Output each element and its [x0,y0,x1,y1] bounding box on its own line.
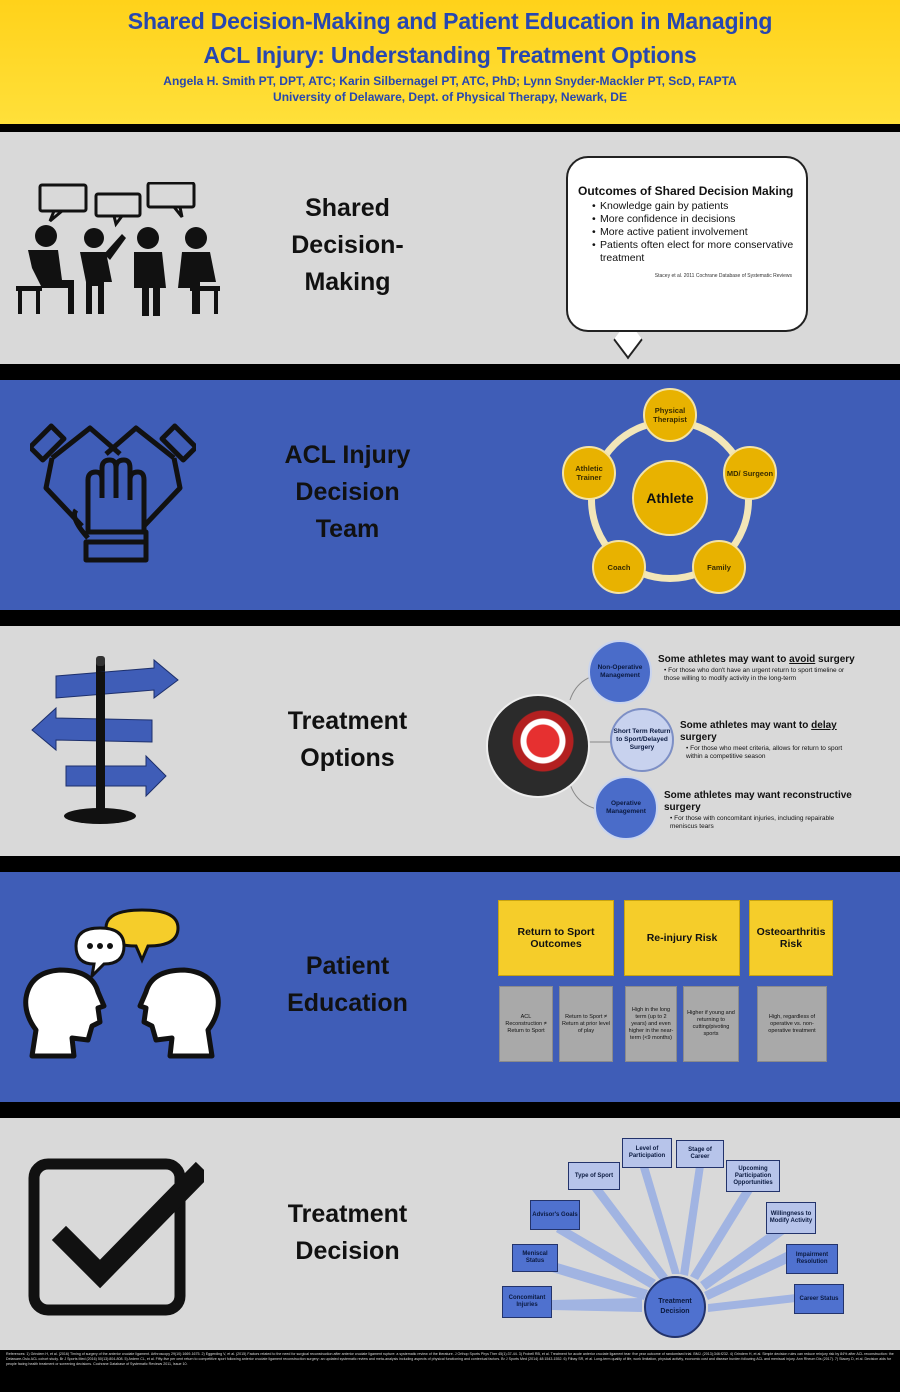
option-circle-operative: Operative Management [594,776,658,840]
education-header-return-to-sport: Return to Sport Outcomes [498,900,614,976]
sdm-label-line: Shared [305,194,390,222]
option-head-pre: Some athletes may want to [680,720,812,731]
team-label-line: ACL Injury [284,441,411,469]
decision-label: Treatment Decision [250,1196,445,1270]
team-label: ACL Injury Decision Team [250,437,445,548]
option-head: Some athletes may want to avoid surgery [658,654,858,666]
factor-willingness-modify: Willingness to Modify Activity [766,1202,816,1234]
factor-level-of-participation: Level of Participation [622,1138,672,1168]
team-member-family: Family [692,540,746,594]
factor-upcoming-opportunities: Upcoming Participation Opportunities [726,1160,780,1192]
factor-stage-of-career: Stage of Career [676,1140,724,1168]
factor-meniscal-status: Meniscal Status [512,1244,558,1272]
option-head-emphasis: avoid [789,654,816,665]
poster-title: Shared Decision-Making and Patient Educa… [0,0,900,72]
sdm-outcomes-bubble: Outcomes of Shared Decision Making Knowl… [566,156,808,332]
factor-type-of-sport: Type of Sport [568,1162,620,1190]
bubble-item: More active patient involvement [592,226,796,239]
team-member-athletic-trainer: Athletic Trainer [562,446,616,500]
team-member-physical-therapist: Physical Therapist [643,388,697,442]
bubble-item: Knowledge gain by patients [592,200,796,213]
education-label-line: Patient [305,952,390,980]
sdm-label-line: Decision- [291,231,404,259]
signpost-icon [31,656,179,824]
section-treatment-decision: Treatment Decision [0,1118,900,1350]
conversation-heads-icon [23,908,221,1059]
option-text-delay: Some athletes may want to delay surgery … [680,720,856,761]
option-sub: For those with concomitant injuries, inc… [670,815,860,831]
education-cell: Higher if young and returning to cutting… [683,986,739,1062]
poster-header: Shared Decision-Making and Patient Educa… [0,0,900,124]
education-label-line: Education [287,989,408,1017]
team-center-athlete: Athlete [632,460,708,536]
education-cell: High in the long term (up to 2 years) an… [625,986,677,1062]
options-label-line: Treatment [287,707,408,735]
option-head-post: surgery [664,802,701,813]
option-head: Some athletes may want to delay surgery [680,720,856,744]
factor-impairment-resolution: Impairment Resolution [786,1244,838,1274]
education-cell: Return to Sport ≠ Return at prior level … [559,986,613,1062]
education-header-osteoarthritis: Osteoarthritis Risk [749,900,833,976]
options-label-line: Options [300,744,395,772]
references-footer: References: 1) Grindem H, et al. (2016) … [0,1350,900,1392]
checkbox-icon [28,1158,204,1316]
athlete-photo [486,694,590,798]
option-head-emphasis: delay [811,720,837,731]
title-line-2: ACL Injury: Understanding Treatment Opti… [203,42,697,68]
team-member-surgeon: MD/ Surgeon [723,446,777,500]
authors: Angela H. Smith PT, DPT, ATC; Karin Silb… [163,74,737,88]
bubble-list: Knowledge gain by patients More confiden… [592,200,796,265]
option-circle-delayed-surgery: Short Term Return to Sport/Delayed Surge… [610,708,674,772]
option-head-pre: Some athletes may want reconstructive [664,790,852,801]
option-text-avoid: Some athletes may want to avoid surgery … [658,654,858,683]
bubble-item: Patients often elect for more conservati… [592,239,796,265]
factor-career-status: Career Status [794,1284,844,1314]
education-cell: ACL Reconstruction ≠ Return to Sport [499,986,553,1062]
bubble-title: Outcomes of Shared Decision Making [578,184,794,198]
teamwork-hands-icon [30,423,196,563]
factor-concomitant-injuries: Concomitant Injuries [502,1286,552,1318]
sdm-label: Shared Decision- Making [250,190,445,301]
references-text: References: 1) Grindem H, et al. (2016) … [6,1352,894,1366]
options-label: Treatment Options [250,703,445,777]
option-head-post: surgery [815,654,855,665]
decision-label-line: Decision [295,1237,400,1265]
treatment-decision-node: Treatment Decision [644,1276,706,1338]
option-sub: For those who meet criteria, allows for … [686,745,856,761]
option-head: Some athletes may want reconstructive su… [664,790,860,814]
education-header-reinjury: Re-injury Risk [624,900,740,976]
option-circle-non-operative: Non-Operative Management [588,640,652,704]
team-member-coach: Coach [592,540,646,594]
team-label-line: Decision [295,478,400,506]
option-head-pre: Some athletes may want to [658,654,790,665]
option-head-post: surgery [680,732,717,743]
title-line-1: Shared Decision-Making and Patient Educa… [127,8,773,34]
option-sub: For those who don't have an urgent retur… [664,667,858,683]
sdm-label-line: Making [304,268,391,296]
affiliation: University of Delaware, Dept. of Physica… [273,90,627,104]
decision-label-line: Treatment [287,1200,408,1228]
bubble-citation: Stacey et al. 2011 Cochrane Database of … [654,273,792,279]
group-discussion-icon [16,182,220,316]
bubble-item: More confidence in decisions [592,213,796,226]
factor-advisors-goals: Advisor's Goals [530,1200,580,1230]
option-text-reconstruct: Some athletes may want reconstructive su… [664,790,860,831]
education-cell: High, regardless of operative vs. non-op… [757,986,827,1062]
team-label-line: Team [315,515,380,543]
education-label: Patient Education [250,948,445,1022]
